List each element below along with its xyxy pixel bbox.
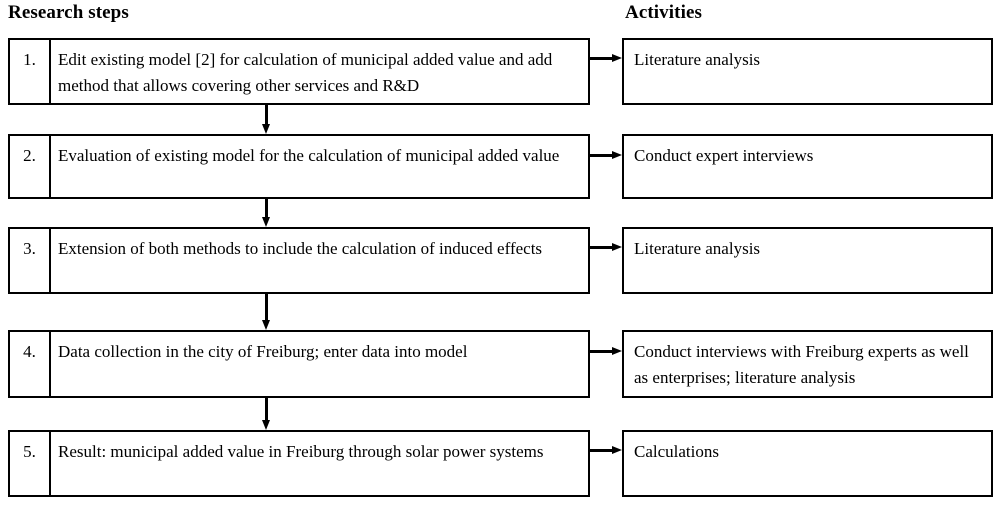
step-number-1: 1. (10, 40, 51, 103)
activity-box-5: Calculations (622, 430, 993, 497)
step-box-2: 2. Evaluation of existing model for the … (8, 134, 590, 199)
activity-box-1: Literature analysis (622, 38, 993, 105)
arrow-down-icon-3 (262, 294, 271, 330)
arrow-down-icon-2 (262, 199, 271, 227)
step-box-5: 5. Result: municipal added value in Frei… (8, 430, 590, 497)
arrow-shaft (265, 105, 268, 124)
arrow-head (612, 151, 622, 159)
arrow-right-icon-2 (590, 151, 622, 160)
arrow-shaft (590, 57, 614, 60)
step-box-3: 3. Extension of both methods to include … (8, 227, 590, 294)
step-text-3: Extension of both methods to include the… (58, 239, 543, 258)
step-number-5: 5. (10, 432, 51, 495)
arrow-shaft (265, 199, 268, 217)
column-header-activities: Activities (625, 2, 702, 23)
arrow-shaft (590, 246, 614, 249)
arrow-shaft (265, 398, 268, 420)
arrow-head (262, 420, 270, 430)
arrow-right-icon-3 (590, 243, 622, 252)
column-header-research-steps: Research steps (8, 2, 129, 23)
arrow-down-icon-4 (262, 398, 271, 430)
arrow-right-icon-5 (590, 446, 622, 455)
step-number-2: 2. (10, 136, 51, 197)
activity-box-4: Conduct interviews with Freiburg experts… (622, 330, 993, 398)
step-text-5: Result: municipal added value in Freibur… (58, 442, 544, 461)
arrow-head (612, 54, 622, 62)
step-box-1: 1. Edit existing model [2] for calculati… (8, 38, 590, 105)
arrow-head (262, 320, 270, 330)
arrow-right-icon-1 (590, 54, 622, 63)
step-number-3: 3. (10, 229, 51, 292)
arrow-head (612, 446, 622, 454)
step-text-1: Edit existing model [2] for calculation … (58, 50, 553, 95)
arrow-right-icon-4 (590, 347, 622, 356)
arrow-head (262, 217, 270, 227)
arrow-head (612, 347, 622, 355)
arrow-head (612, 243, 622, 251)
arrow-shaft (590, 449, 614, 452)
activity-box-3: Literature analysis (622, 227, 993, 294)
step-box-4: 4. Data collection in the city of Freibu… (8, 330, 590, 398)
activity-box-2: Conduct expert interviews (622, 134, 993, 199)
arrow-shaft (590, 350, 614, 353)
arrow-down-icon-1 (262, 105, 271, 134)
arrow-shaft (265, 294, 268, 320)
arrow-shaft (590, 154, 614, 157)
step-text-2: Evaluation of existing model for the cal… (58, 146, 560, 165)
step-text-4: Data collection in the city of Freiburg;… (58, 342, 468, 361)
arrow-head (262, 124, 270, 134)
step-number-4: 4. (10, 332, 51, 396)
